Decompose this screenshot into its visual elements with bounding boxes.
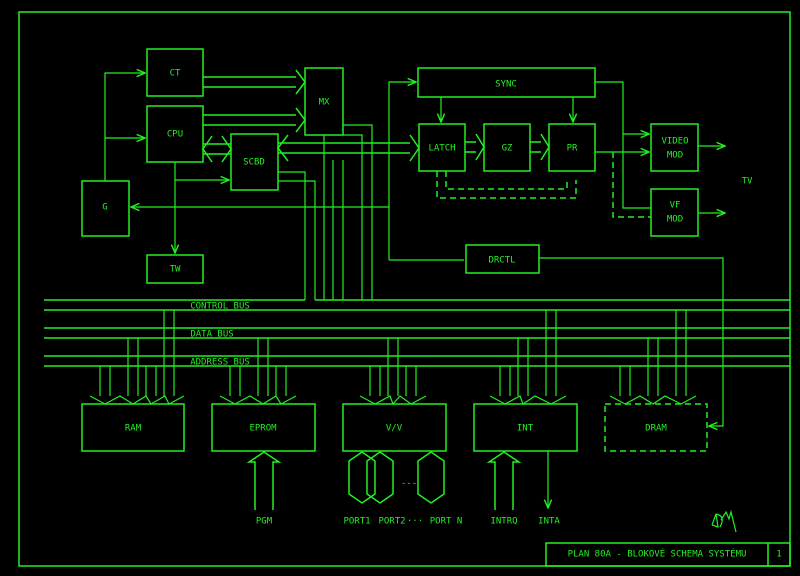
label-vf-mod: MOD — [667, 215, 683, 225]
block-video-mod: VIDEO MOD — [650, 123, 699, 172]
label-cpu: CPU — [167, 130, 183, 140]
label-mx: MX — [319, 98, 330, 108]
label-vv: V/V — [386, 424, 403, 434]
ports-ellipsis: ··· — [407, 517, 423, 527]
title-block: PLAN 80A - BLOKOVÉ SCHEMA SYSTÉMU 1 — [545, 542, 791, 567]
block-pr: PR — [548, 123, 596, 172]
io-arrows — [246, 451, 548, 510]
label-drctl: DRCTL — [488, 256, 515, 266]
label-video-mod: MOD — [667, 151, 683, 161]
ports-dots: --- — [401, 479, 417, 489]
label-ram: RAM — [125, 424, 142, 434]
block-vf-mod: VF MOD — [650, 188, 699, 237]
block-ram: RAM — [81, 403, 185, 452]
control-bus-label: CONTROL BUS — [190, 302, 250, 312]
data-bus: DATA BUS — [44, 327, 790, 340]
block-int: INT — [473, 403, 578, 452]
inta-label: INTA — [538, 517, 560, 527]
bus-taps — [89, 310, 697, 406]
block-eprom: EPROM — [211, 403, 316, 452]
block-latch: LATCH — [418, 123, 466, 172]
block-scbd: SCBD — [230, 133, 279, 191]
block-dram: DRAM — [604, 403, 708, 452]
label-latch: LATCH — [428, 144, 455, 154]
signature — [711, 509, 737, 533]
pgm-label: PGM — [256, 517, 273, 527]
label-dram: DRAM — [645, 424, 667, 434]
block-cpu: CPU — [146, 105, 204, 163]
port2-label: PORT2 — [378, 517, 405, 527]
block-g: G — [81, 180, 130, 237]
tv-label: TV — [742, 177, 753, 187]
intrq-label: INTRQ — [490, 517, 517, 527]
label-tw: TW — [170, 265, 181, 275]
label-gz: GZ — [502, 144, 513, 154]
label-g: G — [102, 203, 107, 213]
label-pr: PR — [567, 144, 578, 154]
connections — [104, 70, 725, 426]
block-sync: SYNC — [417, 67, 596, 98]
block-gz: GZ — [483, 123, 531, 172]
block-drctl: DRCTL — [465, 244, 540, 274]
address-bus: ADDRESS BUS — [44, 355, 790, 368]
sheet-number: 1 — [776, 550, 781, 560]
label-eprom: EPROM — [249, 424, 277, 434]
label-int: INT — [517, 424, 534, 434]
label-scbd: SCBD — [243, 158, 265, 168]
control-bus: CONTROL BUS — [44, 299, 790, 312]
data-bus-label: DATA BUS — [190, 330, 233, 340]
port1-label: PORT1 — [343, 517, 370, 527]
block-ct: CT — [146, 48, 204, 97]
block-tw: TW — [146, 254, 204, 284]
label-sync: SYNC — [495, 80, 517, 90]
block-mx: MX — [304, 67, 344, 136]
label-vf: VF — [670, 201, 681, 211]
portn-label: PORT N — [430, 517, 463, 527]
drawing-title: PLAN 80A - BLOKOVÉ SCHEMA SYSTÉMU — [568, 548, 747, 560]
label-video: VIDEO — [661, 137, 688, 147]
address-bus-label: ADDRESS BUS — [190, 358, 250, 368]
block-vv: V/V — [342, 403, 447, 452]
label-ct: CT — [170, 69, 181, 79]
